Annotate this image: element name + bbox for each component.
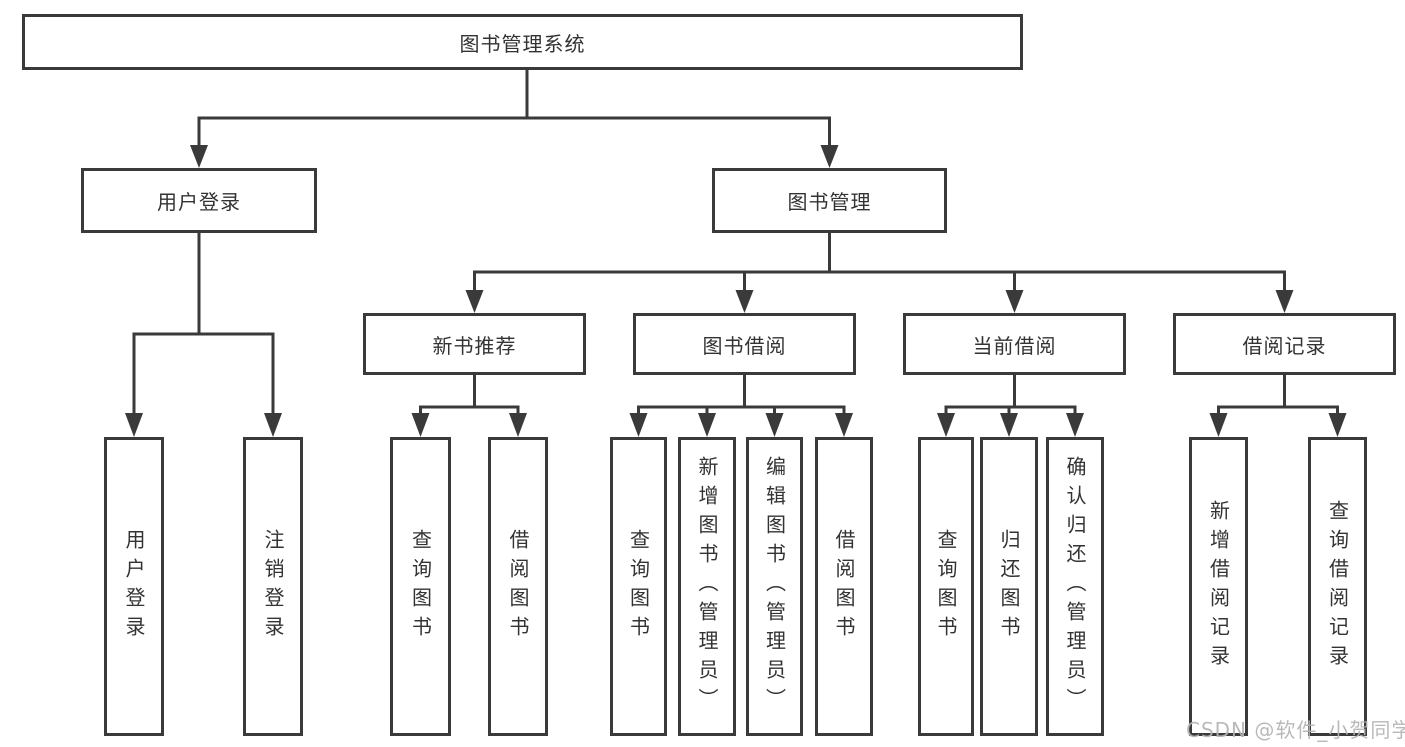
node-current-borrowing: 当前借阅 [903,313,1126,375]
leaf-return-books: 归还图书 [980,437,1038,736]
node-book-management: 图书管理 [712,168,947,233]
node-borrowing-records: 借阅记录 [1173,313,1396,375]
node-library-system: 图书管理系统 [22,14,1023,70]
leaf-query-books-2: 查询图书 [610,437,667,736]
leaf-borrow-books-1: 借阅图书 [488,437,548,736]
node-book-borrowing: 图书借阅 [633,313,856,375]
leaf-add-books-admin: 新增图书（管理员） [678,437,736,736]
leaf-query-books-1: 查询图书 [390,437,451,736]
leaf-add-borrow-record: 新增借阅记录 [1189,437,1248,736]
leaf-query-borrow-record: 查询借阅记录 [1308,437,1367,736]
leaf-logout-login: 注销登录 [243,437,303,736]
leaf-user-login: 用户登录 [104,437,164,736]
leaf-borrow-books-2: 借阅图书 [815,437,873,736]
node-new-book-recommendation: 新书推荐 [363,313,586,375]
leaf-confirm-return-admin: 确认归还（管理员） [1046,437,1104,736]
node-user-login: 用户登录 [81,168,317,233]
leaf-query-books-3: 查询图书 [918,437,974,736]
leaf-edit-books-admin: 编辑图书（管理员） [746,437,803,736]
